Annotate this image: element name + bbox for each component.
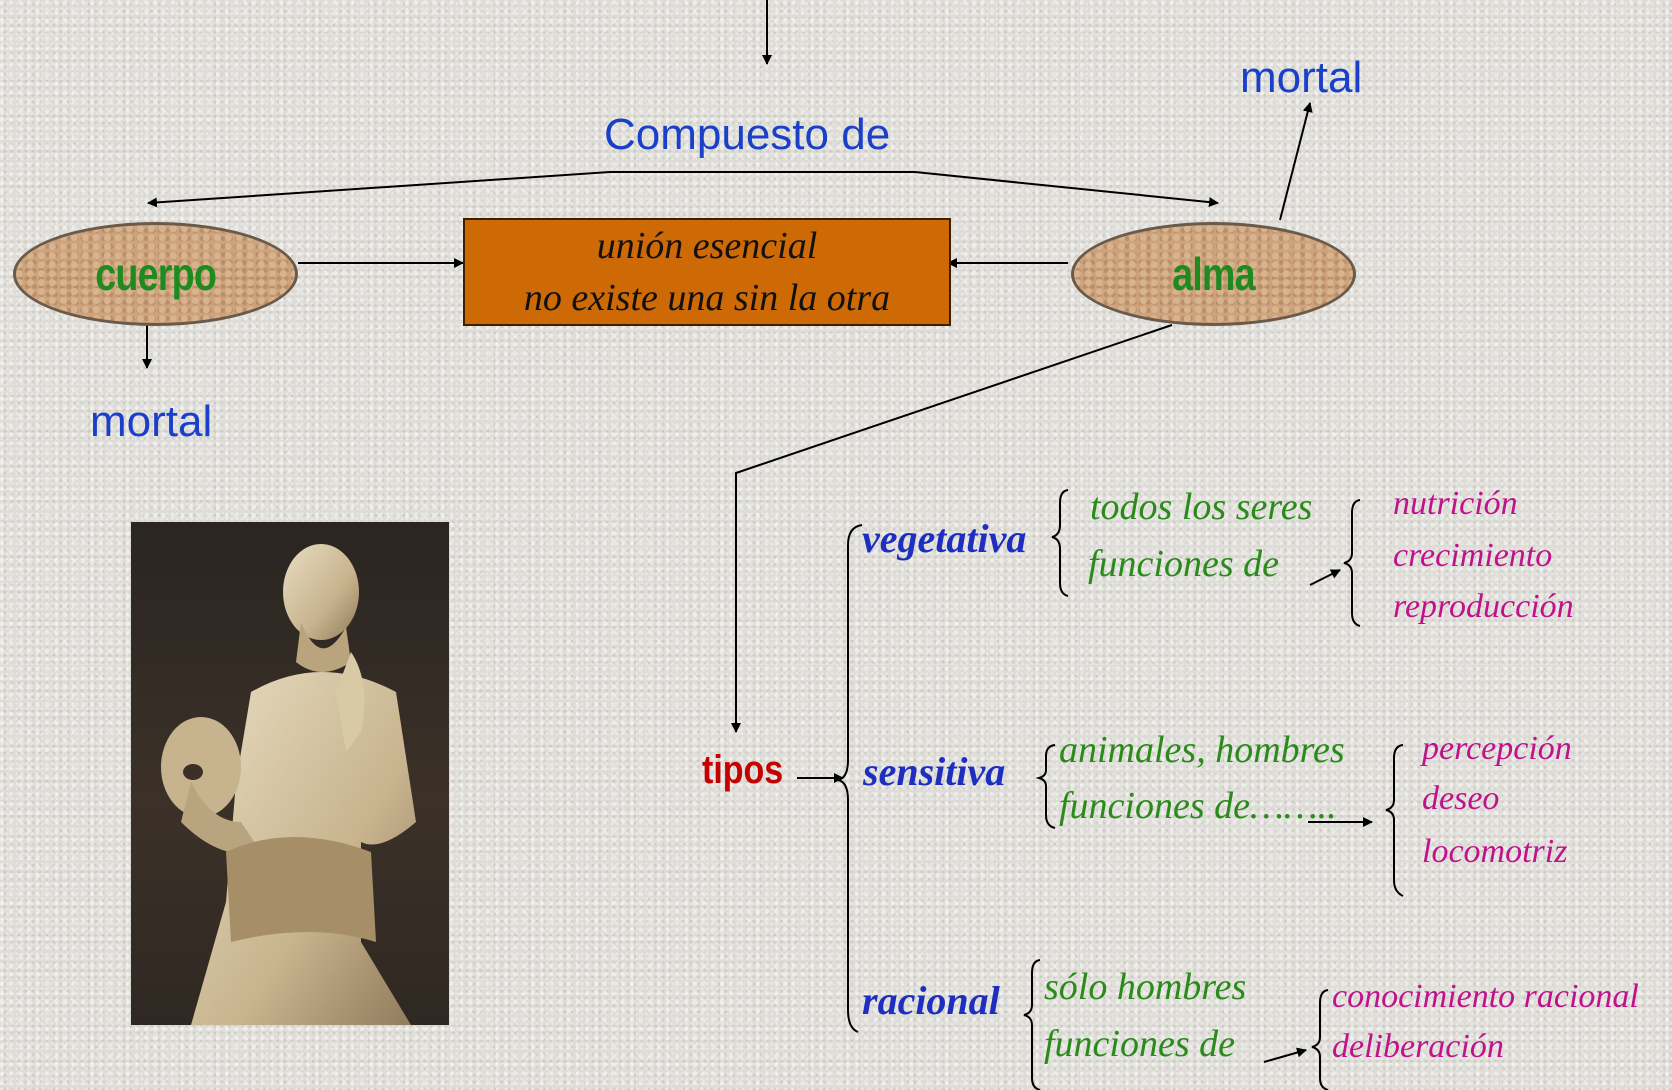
union-box: unión esencial no existe una sin la otra	[463, 218, 951, 326]
union-line-1: unión esencial	[596, 225, 818, 267]
racional-func-1: conocimiento racional	[1332, 978, 1639, 1015]
racional-who: sólo hombres	[1044, 966, 1247, 1008]
type-racional: racional	[862, 978, 1000, 1023]
cuerpo-mortal-label: mortal	[90, 397, 213, 446]
vegetativa-func-3: reproducción	[1393, 588, 1574, 625]
alma-to-tipos-arrow	[731, 324, 1173, 733]
tipos-label: tipos	[702, 748, 784, 792]
statue-image	[131, 522, 449, 1025]
brace-racional	[1023, 959, 1041, 1090]
alma-node: alma	[1071, 222, 1356, 326]
union-line-2: no existe una sin la otra	[523, 277, 891, 319]
racional-func-arrow	[1263, 1047, 1307, 1063]
sensitiva-funcs-label: funciones de……..	[1059, 785, 1337, 827]
alma-mortal-label: mortal	[1240, 53, 1363, 102]
sensitiva-func-2: deseo	[1422, 780, 1500, 817]
statue-figure-icon	[161, 544, 416, 1025]
compuesto-de-label: Compuesto de	[604, 110, 891, 159]
brace-racional-funcs	[1311, 989, 1329, 1090]
cuerpo-node: cuerpo	[13, 222, 298, 326]
sensitiva-who: animales, hombres	[1059, 729, 1345, 771]
brace-vegetativa-funcs	[1343, 499, 1361, 627]
brace-sensitiva-funcs	[1385, 744, 1404, 897]
big-brace	[837, 524, 863, 1033]
vegetativa-funcs-label: funciones de	[1088, 543, 1280, 585]
alma-label: alma	[1172, 248, 1256, 300]
alma-mortal-arrow	[1279, 102, 1313, 221]
racional-funcs-label: funciones de	[1044, 1023, 1236, 1065]
brace-vegetativa	[1051, 489, 1069, 597]
sensitiva-func-3: locomotriz	[1422, 833, 1568, 870]
racional-func-2: deliberación	[1332, 1028, 1504, 1065]
vegetativa-func-2: crecimiento	[1393, 537, 1553, 574]
vegetativa-func-1: nutrición	[1393, 485, 1518, 522]
sensitiva-func-1: percepción	[1422, 730, 1572, 767]
compuesto-arrows-left	[147, 171, 611, 208]
vegetativa-func-arrow	[1309, 569, 1341, 586]
type-sensitiva: sensitiva	[863, 749, 1006, 794]
brace-sensitiva	[1035, 744, 1056, 829]
type-vegetativa: vegetativa	[862, 516, 1027, 561]
cuerpo-label: cuerpo	[95, 248, 217, 300]
vegetativa-who: todos los seres	[1090, 486, 1313, 528]
compuesto-arrows-right	[914, 171, 1219, 208]
